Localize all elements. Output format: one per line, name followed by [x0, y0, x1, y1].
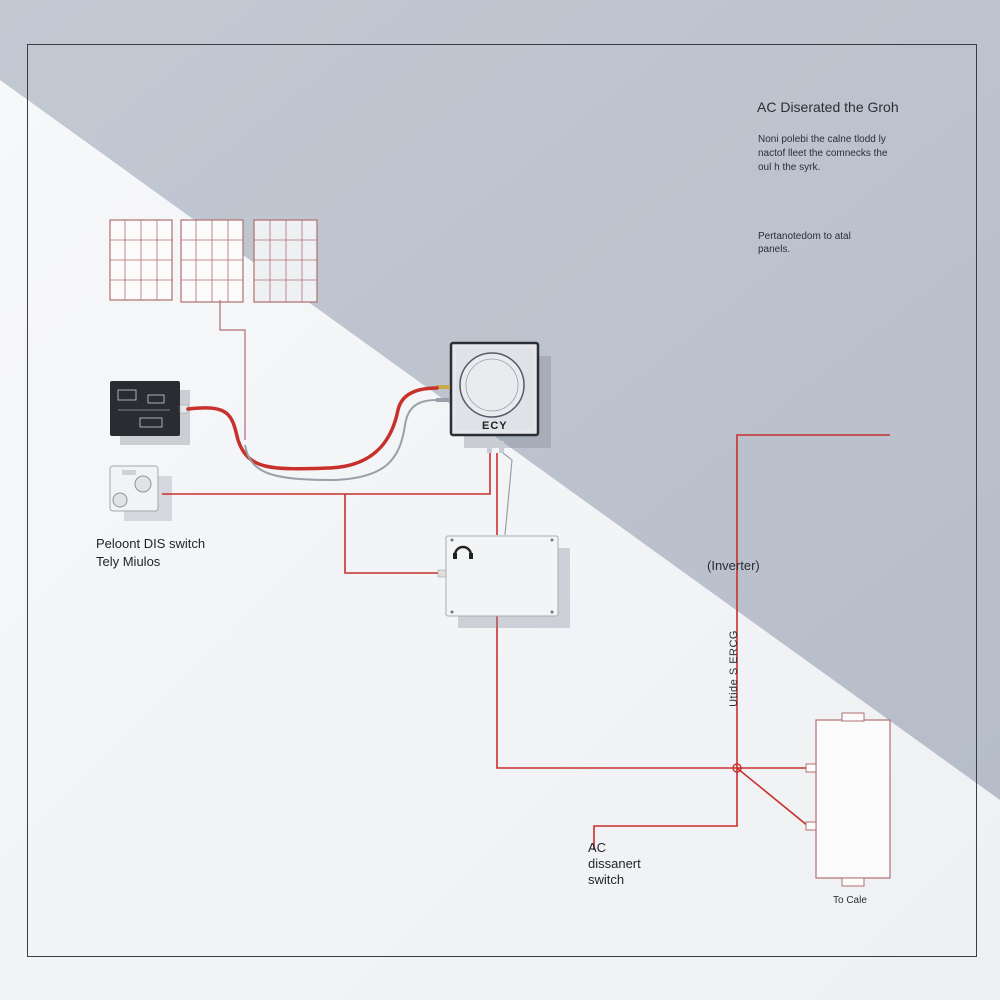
ac-switch-label: AC dissanert switch	[588, 840, 641, 888]
wire-junction-node	[732, 763, 742, 773]
vertical-wire-label: Utide S ERCG	[728, 630, 740, 707]
charge-controller	[436, 341, 551, 453]
battery-to-controller-wire	[186, 386, 439, 471]
dc-switch-label: Peloont DIS switch Tely Miulos	[96, 535, 205, 571]
dc-switch-label-line: Peloont DIS switch	[96, 536, 206, 551]
note-line: Noni polebi the calne tlodd ly	[758, 134, 886, 145]
ac-switch-label-line: AC	[588, 840, 607, 855]
controller-gray-lead	[502, 452, 513, 536]
note-line: nactof lleet the comnecks the	[758, 148, 888, 159]
ac-switch-label-line: dissanert	[588, 856, 641, 871]
junction-down-wire	[496, 614, 808, 769]
panel-feed-wire	[219, 300, 246, 440]
return-gray-wire	[244, 399, 438, 482]
charge-controller-label: ECY	[482, 420, 508, 432]
note-block-2: Pertanotedom to atal panels.	[758, 230, 851, 256]
solar-panel-3	[253, 219, 318, 303]
solar-panel-2	[180, 219, 244, 303]
battery-box	[110, 381, 190, 445]
diagram-heading: AC Diserated the Groh	[757, 99, 899, 115]
diagram-frame	[27, 44, 977, 957]
inverter-top-wire	[736, 434, 890, 585]
service-panel	[805, 712, 891, 887]
ac-switch-wire	[593, 766, 809, 850]
headphone-symbol-icon	[453, 545, 473, 556]
note-line: Pertanotedom to atal	[758, 231, 851, 242]
ac-switch-label-line: switch	[588, 872, 625, 887]
note-line: oul h the syrk.	[758, 162, 821, 173]
solar-panel-1	[109, 219, 173, 301]
switch-to-junction-wire	[344, 494, 445, 574]
junction-box	[437, 535, 570, 628]
dc-switch-box	[109, 465, 172, 521]
note-line: panels.	[758, 244, 791, 255]
dc-switch-wire	[162, 453, 491, 495]
dc-switch-label-line: Tely Miulos	[96, 554, 161, 569]
inverter-label: (Inverter)	[707, 558, 760, 573]
note-block: Noni polebi the calne tlodd ly nactof ll…	[758, 133, 888, 175]
grid-label: To Cale	[833, 895, 867, 906]
